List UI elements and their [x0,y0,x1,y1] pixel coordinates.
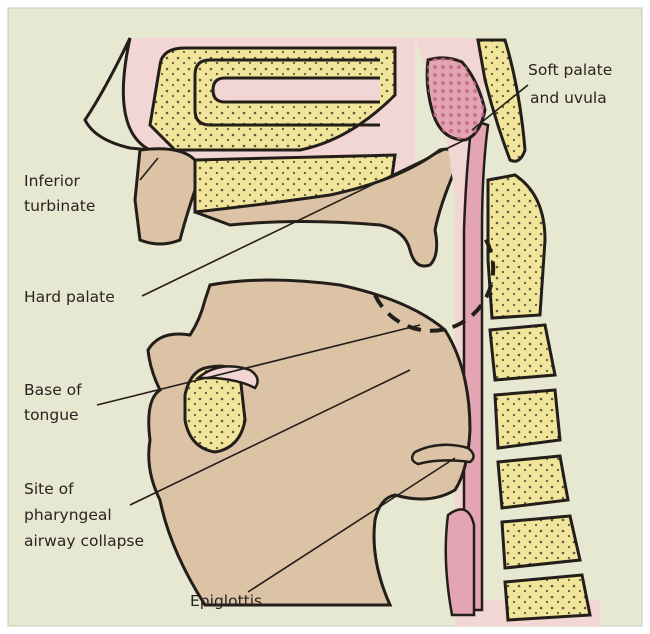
label-epiglottis: Epiglottis [190,592,262,610]
svg-text:Epiglottis: Epiglottis [190,592,262,610]
svg-text:Inferior: Inferior [24,172,81,190]
svg-text:airway collapse: airway collapse [24,532,144,550]
svg-text:tongue: tongue [24,406,79,424]
label-hard-palate: Hard palate [24,288,115,306]
svg-text:pharyngeal: pharyngeal [24,506,112,524]
svg-text:Site of: Site of [24,480,74,498]
svg-text:and uvula: and uvula [530,89,607,107]
svg-text:Base of: Base of [24,381,82,399]
svg-text:turbinate: turbinate [24,197,95,215]
larynx-tissue [446,509,474,615]
svg-text:Hard palate: Hard palate [24,288,115,306]
svg-text:Soft palate: Soft palate [528,61,612,79]
